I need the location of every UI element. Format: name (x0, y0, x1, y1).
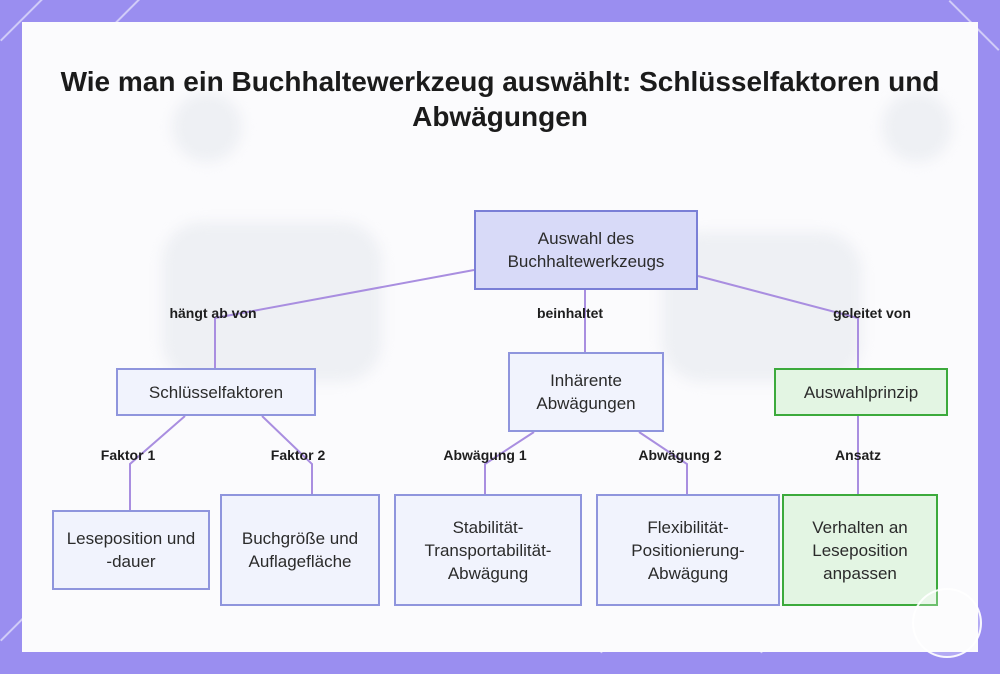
node-tradeoffs: Inhärente Abwägungen (508, 352, 664, 432)
node-booksize: Buchgröße und Auflagefläche (220, 494, 380, 606)
watermark-logo-icon (912, 588, 982, 658)
edge-root-principle (697, 275, 859, 368)
background-decoration (882, 92, 952, 162)
diagram-title: Wie man ein Buchhaltewerkzeug auswählt: … (60, 66, 940, 132)
edge-layer (129, 269, 859, 510)
node-adapt: Verhalten an Leseposition anpassen (782, 494, 938, 606)
edge-label-approach: Ansatz (835, 447, 881, 463)
edge-label-depends: hängt ab von (169, 305, 257, 321)
edge-label-contains: beinhaltet (536, 305, 604, 321)
node-root: Auswahl des Buchhaltewerkzeugs (474, 210, 698, 290)
background-decoration (172, 92, 242, 162)
node-reading: Leseposition und -dauer (52, 510, 210, 590)
edge-label-factor1: Faktor 1 (100, 447, 156, 463)
edge-label-tradeoff2: Abwägung 2 (638, 447, 722, 463)
edge-tradeoffs-flexibility (638, 431, 688, 494)
node-principle: Auswahlprinzip (774, 368, 948, 416)
node-stability: Stabilität-Transportabilität-Abwägung (394, 494, 582, 606)
node-flexibility: Flexibilität-Positionierung-Abwägung (596, 494, 780, 606)
edge-keyfactors-reading (129, 415, 186, 510)
edge-label-guided: geleitet von (833, 305, 911, 321)
diagram-card: Wie man ein Buchhaltewerkzeug auswählt: … (22, 22, 978, 652)
node-keyfactors: Schlüsselfaktoren (116, 368, 316, 416)
edge-label-factor2: Faktor 2 (270, 447, 326, 463)
edge-label-tradeoff1: Abwägung 1 (443, 447, 527, 463)
edge-keyfactors-booksize (261, 415, 313, 494)
edge-tradeoffs-stability (484, 431, 535, 494)
background-decoration (162, 222, 382, 382)
edge-root-keyfactors (214, 269, 475, 368)
